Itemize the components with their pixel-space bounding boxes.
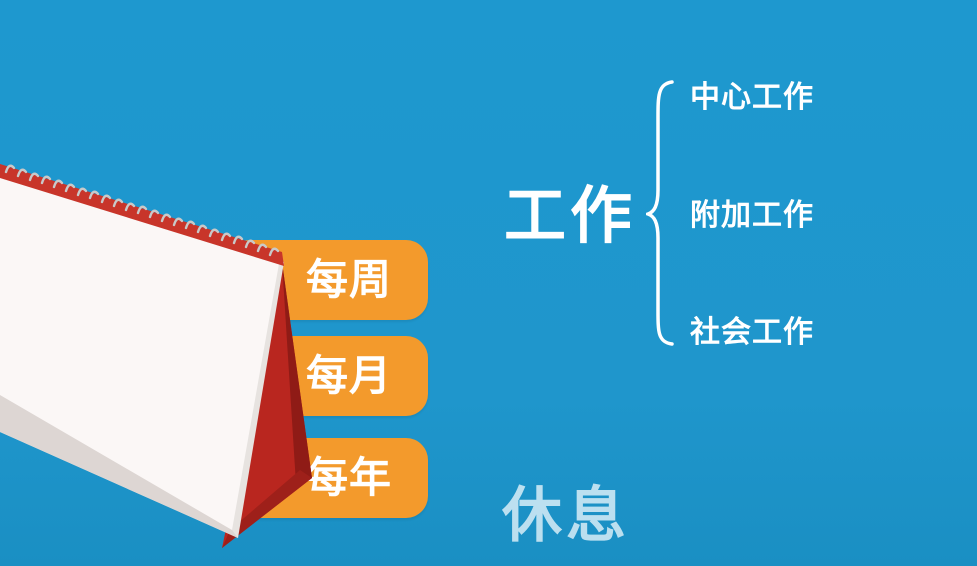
pill-yearly-label: 每年: [305, 453, 392, 502]
work-item-additional: 附加工作: [690, 198, 814, 233]
desk-calendar-icon: [0, 164, 312, 548]
rest-title: 休息: [502, 481, 630, 551]
work-item-social: 社会工作: [690, 315, 814, 350]
pill-weekly-label: 每周: [305, 255, 392, 304]
pill-monthly-label: 每月: [305, 351, 392, 400]
curly-brace-icon: [646, 80, 674, 346]
work-item-core: 中心工作: [690, 80, 814, 115]
work-title: 工作: [504, 179, 637, 252]
